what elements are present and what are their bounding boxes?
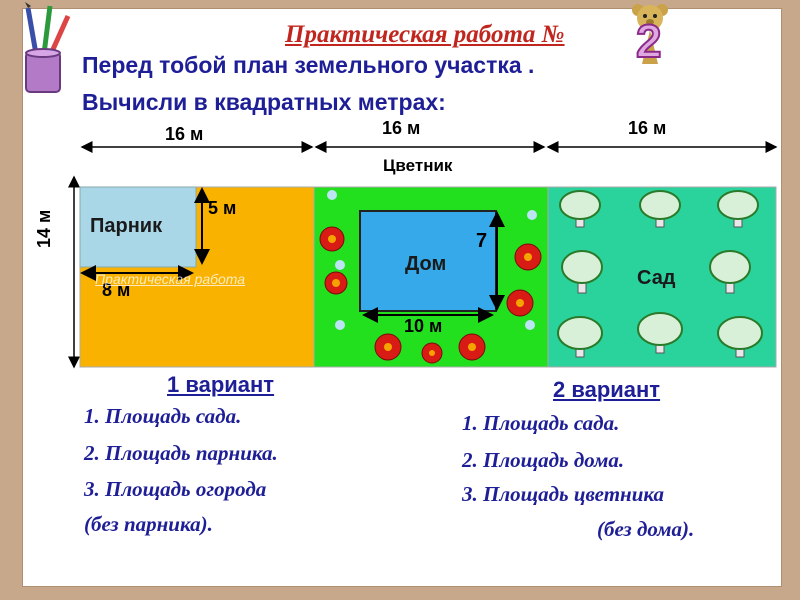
garden-label: Сад bbox=[637, 267, 676, 289]
task-line-1: Перед тобой план земельного участка . bbox=[82, 52, 535, 78]
house-width-label: 10 м bbox=[404, 316, 443, 336]
top-dim-3: 16 м bbox=[628, 118, 667, 138]
task-line-2: Вычисли в квадратных метрах: bbox=[82, 89, 446, 115]
variant2-heading: 2 вариант bbox=[553, 377, 661, 402]
land-plan bbox=[68, 141, 778, 369]
trees bbox=[557, 190, 763, 358]
height-label: 14 м bbox=[34, 209, 54, 248]
variant2-item-1: 1. Площадь сада. bbox=[462, 411, 620, 435]
house bbox=[359, 210, 497, 312]
flower-buds bbox=[327, 190, 537, 330]
greenhouse bbox=[79, 186, 197, 268]
variant2-item-2: 2. Площадь дома. bbox=[462, 448, 625, 472]
house-height-label: 7 bbox=[476, 230, 488, 252]
variant1-item-2: 2. Площадь парника. bbox=[84, 441, 278, 465]
greenhouse-height-label: 5 м bbox=[208, 198, 237, 218]
variant1-item-4: (без парника). bbox=[84, 512, 213, 536]
variant1-heading: 1 вариант bbox=[167, 372, 275, 397]
top-dim-2: 16 м bbox=[382, 118, 421, 138]
teddy-bear-icon bbox=[632, 4, 668, 64]
pencil-cup-icon bbox=[25, 2, 71, 93]
variant1-item-1: 1. Площадь сада. bbox=[84, 404, 242, 428]
variant2-item-3: 3. Площадь цветника bbox=[462, 482, 665, 506]
flowerbed-label: Цветник bbox=[383, 156, 453, 175]
slide-title: Практическая работа № bbox=[285, 21, 565, 48]
title-number: 2 bbox=[635, 14, 663, 68]
greenhouse-label: Парник bbox=[90, 215, 163, 237]
top-dim-1: 16 м bbox=[165, 124, 204, 144]
variant1-item-3: 3. Площадь огорода bbox=[84, 477, 267, 501]
variant2-item-4: (без дома). bbox=[597, 517, 695, 541]
house-label: Дом bbox=[405, 253, 447, 275]
greenhouse-width-label: 8 м bbox=[102, 280, 131, 300]
watermark: Практическая работа bbox=[95, 271, 246, 287]
